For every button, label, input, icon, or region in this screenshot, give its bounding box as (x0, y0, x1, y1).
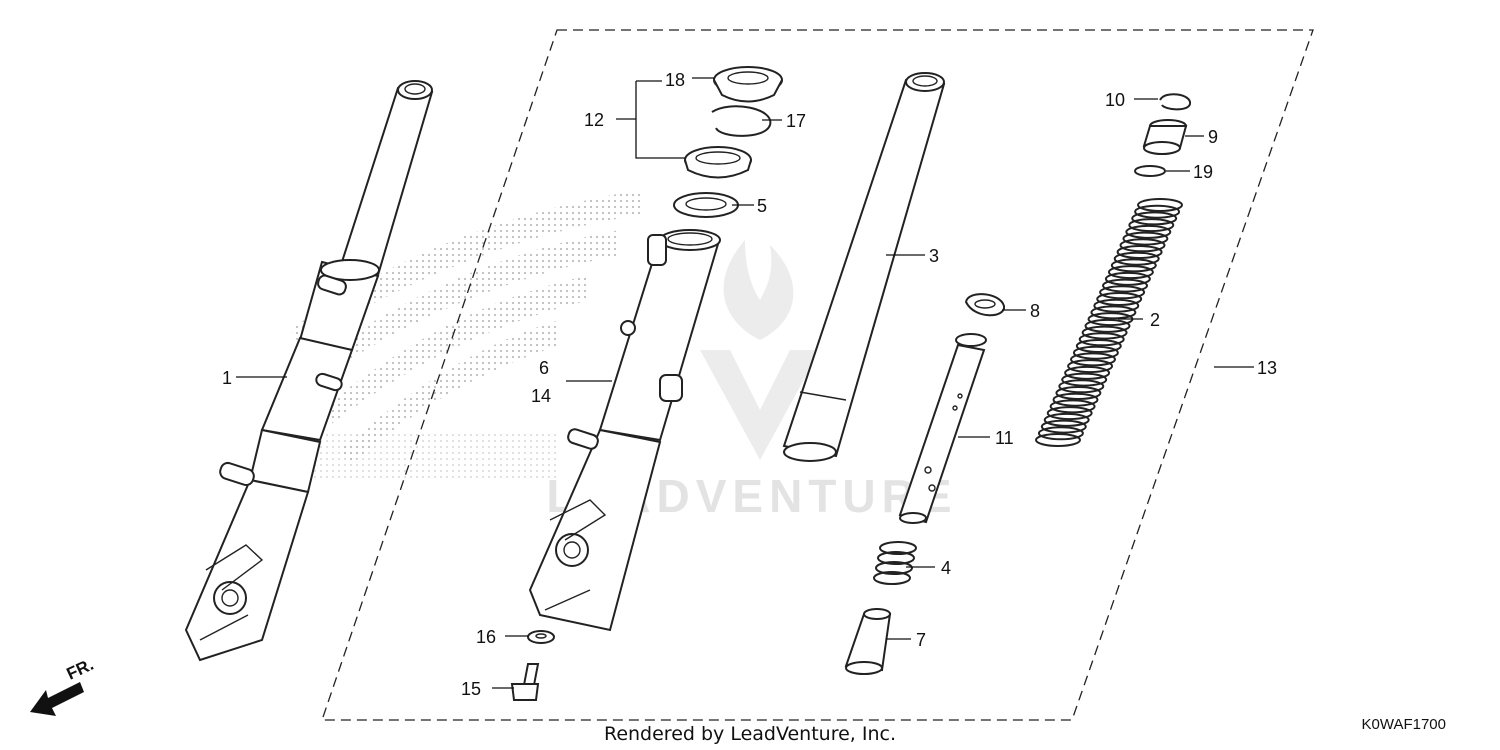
spring-coil (1096, 292, 1143, 306)
spring-coil (1081, 325, 1128, 340)
callout-19: 19 (1193, 162, 1213, 182)
spring-coil (1061, 372, 1108, 387)
spring-coil (1046, 406, 1093, 421)
spring-coil (1075, 339, 1122, 353)
diagram-code: K0WAF1700 (1362, 716, 1447, 733)
leader-lines (236, 77, 1254, 689)
spring-coil (1107, 265, 1154, 280)
rendered-by-footer: Rendered by LeadVenture, Inc. (604, 723, 896, 745)
part-10-circlip (1159, 93, 1191, 111)
spring-coil (1093, 298, 1140, 313)
part-9-fork-bolt (1142, 119, 1188, 155)
callout-14: 14 (531, 386, 551, 406)
part-3-fork-pipe (782, 72, 946, 462)
spring-coil (1128, 218, 1175, 233)
callout-6: 6 (539, 358, 549, 378)
callout-12: 12 (584, 110, 604, 130)
spring-coil (1134, 204, 1181, 219)
spring-coil (1113, 251, 1160, 266)
spring-coil (1072, 345, 1119, 360)
part-6-fork-slider (528, 229, 721, 632)
part-12-oil-seal (684, 146, 752, 179)
part-18-dust-seal (713, 66, 783, 103)
callout-9: 9 (1208, 127, 1218, 147)
callout-8: 8 (1030, 301, 1040, 321)
spring-coil (1084, 318, 1131, 333)
spring-coil (1058, 379, 1105, 394)
spring-coil (1037, 426, 1084, 441)
brand-wing-watermark (290, 190, 640, 480)
spring-coil (1137, 198, 1183, 212)
callout-13: 13 (1257, 358, 1277, 378)
callout-1: 1 (222, 368, 232, 388)
callout-11: 11 (995, 428, 1014, 448)
spring-coil (1070, 352, 1116, 367)
part-19-o-ring (1134, 165, 1166, 177)
spring-coil (1067, 359, 1114, 374)
callout-17: 17 (786, 111, 806, 131)
callout-15: 15 (461, 679, 481, 699)
spring-coil (1040, 419, 1087, 434)
spring-coil (1064, 365, 1111, 380)
spring-coil (1122, 231, 1169, 246)
callout-2: 2 (1150, 310, 1160, 330)
part-15-bolt (510, 663, 540, 701)
spring-coil (1043, 412, 1090, 427)
spring-coil (1102, 278, 1148, 293)
spring-coil (1035, 433, 1081, 447)
callout-18: 18 (665, 70, 685, 90)
callout-7: 7 (916, 630, 926, 650)
part-8-piston-ring (964, 293, 1005, 317)
spring-coil (1131, 211, 1178, 226)
callout-labels: 1 2 3 4 5 6 7 8 9 10 11 12 13 14 15 16 1… (222, 70, 1277, 699)
spring-coil (1099, 285, 1146, 300)
part-11-piston-rod (898, 333, 987, 524)
callout-10: 10 (1105, 90, 1125, 110)
spring-coil (1116, 245, 1163, 259)
callout-16: 16 (476, 627, 496, 647)
callout-4: 4 (941, 558, 951, 578)
callout-3: 3 (929, 246, 939, 266)
part-2-fork-spring (1035, 198, 1183, 447)
spring-coil (1078, 332, 1125, 347)
front-direction-arrow: FR. (30, 655, 97, 716)
part-7-oil-lock-piece (844, 608, 892, 675)
spring-coil (1125, 224, 1172, 239)
spring-coil (1104, 271, 1151, 286)
spring-coil (1049, 399, 1096, 414)
spring-coil (1055, 386, 1102, 400)
assembly-group-outline (321, 29, 1314, 721)
spring-coil (1110, 258, 1157, 273)
part-16-washer (527, 630, 555, 644)
spring-coil (1119, 238, 1166, 253)
spring-coil (1090, 305, 1137, 320)
part-17-stopper-ring (711, 105, 772, 137)
part-5-washer (673, 192, 739, 218)
part-1-fork-assembly (184, 80, 434, 662)
spring-coil (1052, 392, 1099, 407)
direction-label: FR. (64, 655, 97, 684)
part-4-rebound-spring (873, 541, 917, 585)
callout-5: 5 (757, 196, 767, 216)
